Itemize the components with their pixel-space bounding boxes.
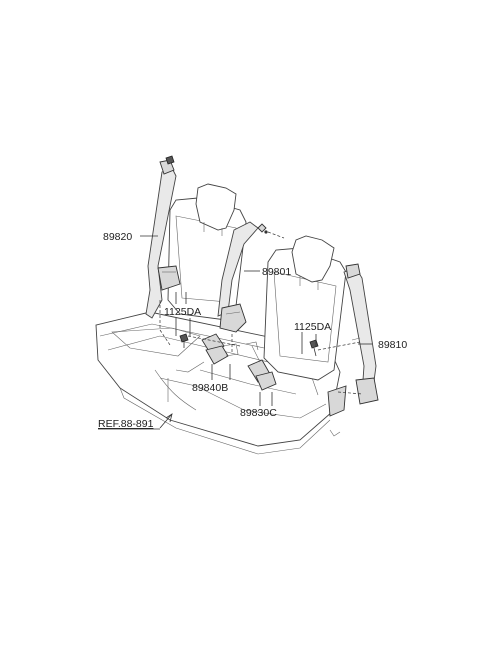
label-89810: 89810 xyxy=(378,339,407,351)
left-outboard-belt xyxy=(145,155,181,319)
leader-lines xyxy=(140,235,372,429)
label-1125da-right: 1125DA xyxy=(294,321,331,333)
right-seatback xyxy=(263,235,347,381)
label-89801: 89801 xyxy=(262,266,291,278)
label-89840b: 89840B xyxy=(192,382,228,394)
buckle-89840b xyxy=(175,333,239,373)
buckle-89830c xyxy=(245,341,277,391)
label-1125da-left: 1125DA xyxy=(164,306,201,318)
label-89830c: 89830C xyxy=(240,407,277,419)
center-belt xyxy=(217,221,268,333)
label-ref-88-891[interactable]: REF.88-891 xyxy=(98,418,154,430)
label-89820: 89820 xyxy=(103,231,132,243)
center-lines xyxy=(159,231,363,395)
bolt-left xyxy=(179,333,189,348)
right-outboard-belt xyxy=(327,263,379,437)
